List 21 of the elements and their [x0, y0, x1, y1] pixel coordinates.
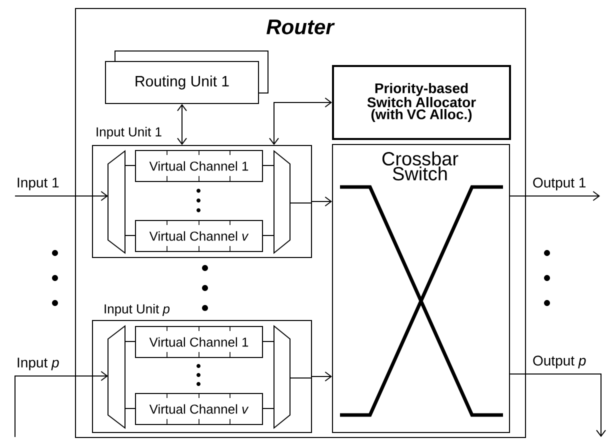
virtual-channel-box: Virtual Channel 1	[135, 326, 263, 358]
edge-label: Input 1	[16, 176, 60, 192]
arrow	[312, 372, 332, 382]
edge-label: Output p	[532, 354, 588, 370]
arrow	[14, 371, 108, 438]
arrow	[312, 196, 332, 206]
edge-label: Output 1	[532, 176, 588, 192]
arrow	[510, 191, 600, 201]
virtual-channel-box: Virtual Channel v	[135, 220, 263, 252]
edge-label: Input p	[16, 356, 60, 372]
virtual-channel-box: Virtual Channel v	[135, 392, 263, 425]
node-label: Input Unit p	[104, 304, 170, 316]
routing-unit-box: Routing Unit 1	[105, 50, 268, 104]
node-label: Input Unit 1	[96, 126, 162, 140]
allocator-box: Priority-based Switch Allocator (with VC Alloc.)	[332, 65, 511, 140]
arrow	[510, 374, 606, 437]
arrow	[14, 191, 108, 201]
virtual-channel-box: Virtual Channel 1	[135, 150, 263, 182]
arrow	[177, 104, 187, 145]
arrow	[269, 98, 332, 145]
crossbar-box: Crossbar Switch	[332, 144, 510, 433]
